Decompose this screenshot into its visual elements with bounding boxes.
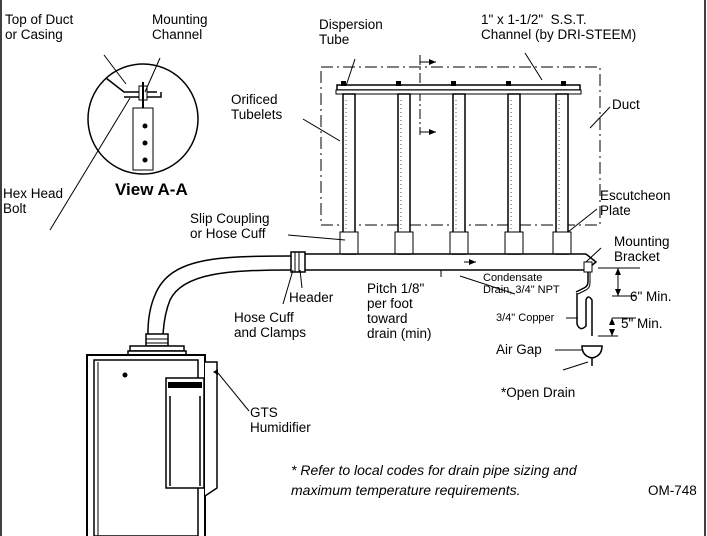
label-six-min: 6" Min. (630, 289, 672, 304)
condensate-drain (575, 261, 603, 366)
dispersion-tubes (339, 93, 572, 255)
pitch-marker (440, 259, 476, 277)
view-aa-detail (87, 63, 199, 175)
label-duct: Duct (612, 97, 640, 112)
label-channel-sst: 1" x 1-1/2" S.S.T. Channel (by DRI-STEEM… (481, 12, 637, 42)
label-five-min: 5" Min. (621, 316, 663, 331)
label-open-drain: *Open Drain (501, 385, 576, 400)
label-copper: 3/4" Copper (496, 312, 555, 324)
section-line (419, 55, 436, 135)
drawing-number: OM-748 (648, 483, 697, 498)
label-top-of-duct: Top of Duct or Casing (5, 12, 74, 42)
hose (127, 255, 292, 357)
label-gts-humidifier: GTS Humidifier (250, 405, 311, 435)
footnote: * Refer to local codes for drain pipe si… (291, 462, 577, 498)
gts-humidifier (86, 354, 218, 536)
dimension-lines (598, 267, 640, 337)
header-pipe (290, 251, 598, 273)
mounting-channel (335, 81, 582, 95)
label-orificed-tubelets: Orificed Tubelets (231, 92, 283, 122)
label-mounting-bracket: Mounting Bracket (614, 234, 670, 264)
label-pitch: Pitch 1/8" per foot toward drain (min) (367, 281, 432, 341)
label-escutcheon-plate: Escutcheon Plate (600, 188, 671, 218)
label-hex-head-bolt: Hex Head Bolt (3, 186, 64, 216)
label-header: Header (289, 290, 334, 305)
view-aa-title: View A-A (115, 180, 188, 199)
label-air-gap: Air Gap (496, 342, 542, 357)
label-slip-coupling: Slip Coupling or Hose Cuff (190, 211, 270, 241)
leader-lines (49, 52, 611, 412)
label-dispersion-tube: Dispersion Tube (319, 17, 383, 47)
label-hose-cuff-clamps: Hose Cuff and Clamps (234, 310, 307, 340)
label-mounting-channel: Mounting Channel (152, 12, 208, 42)
label-condensate-drain: Condensate Drain, 3/4" NPT (483, 272, 560, 296)
